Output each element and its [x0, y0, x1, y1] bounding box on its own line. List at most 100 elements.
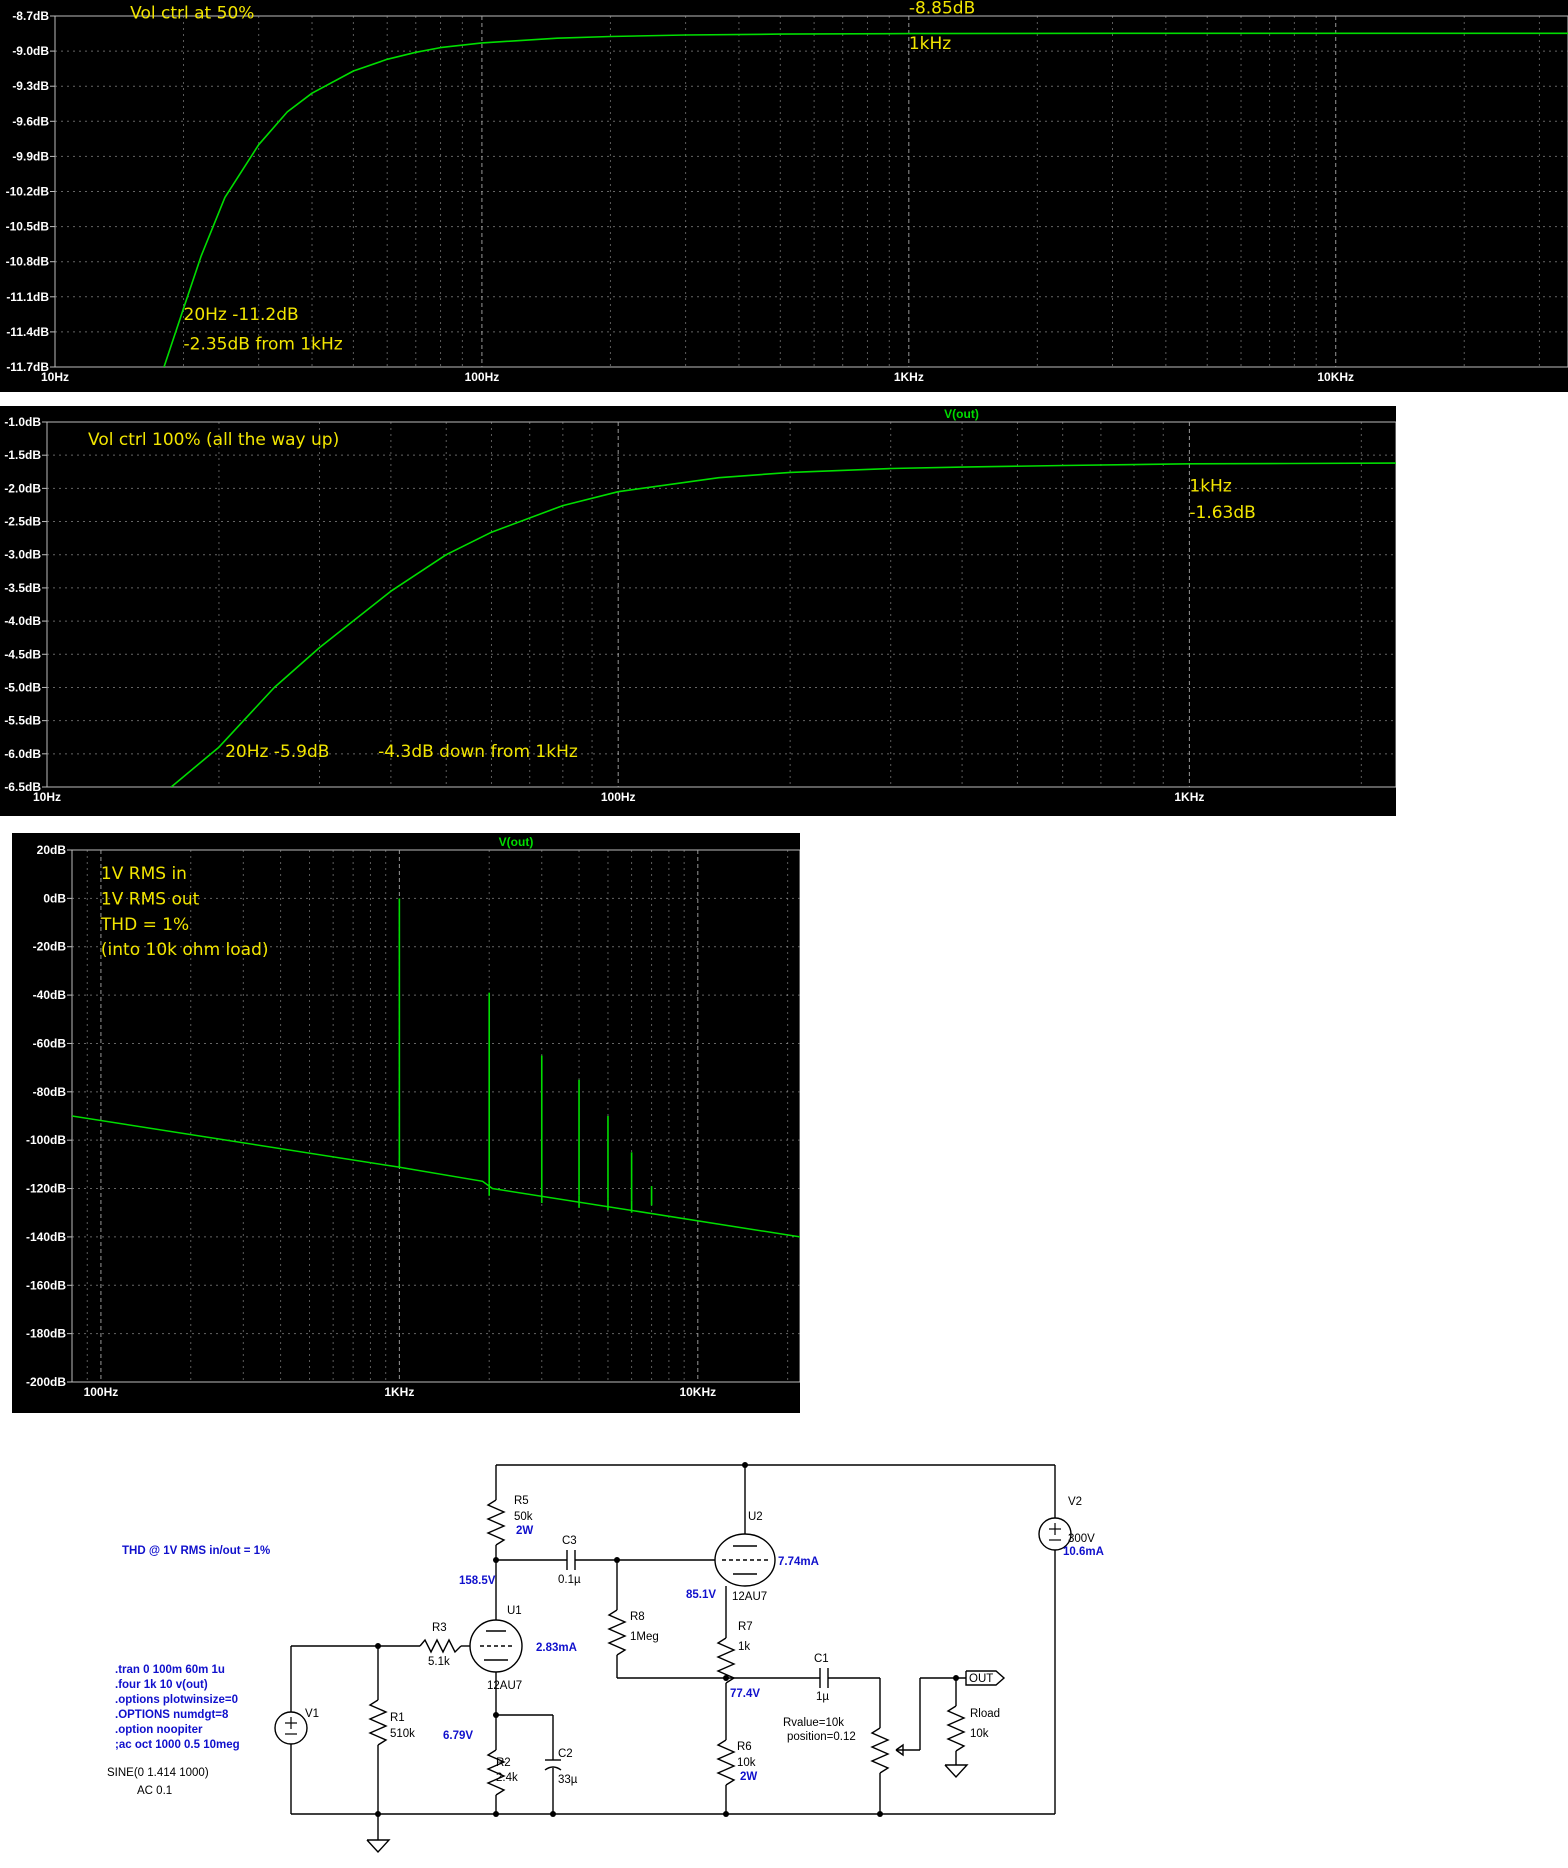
- node-851v: 85.1V: [686, 1589, 716, 1601]
- r3-label: R3: [432, 1622, 447, 1634]
- pot-symbol: [870, 1727, 890, 1774]
- annotation-text: Vol ctrl 100% (all the way up): [88, 430, 339, 450]
- annotation-text: 1kHz: [909, 34, 951, 54]
- y-tick-label: -10.2dB: [6, 185, 50, 199]
- y-tick-label: -100dB: [26, 1133, 66, 1147]
- x-tick-label: 1KHz: [894, 370, 924, 384]
- annotation-text: 1V RMS out: [101, 889, 200, 909]
- r2-value: 2.4k: [496, 1772, 518, 1784]
- annotation-text: -4.3dB down from 1kHz: [378, 742, 578, 762]
- x-tick-label: 100Hz: [601, 790, 636, 804]
- r6-watt: 2W: [740, 1771, 757, 1783]
- y-tick-label: -10.5dB: [6, 220, 50, 234]
- y-tick-label: -4.0dB: [4, 614, 41, 628]
- y-tick-label: -180dB: [26, 1327, 66, 1341]
- ground-symbol-2: [944, 1764, 969, 1779]
- chart-fft-svg: 20dB0dB-20dB-40dB-60dB-80dB-100dB-120dB-…: [26, 835, 800, 1399]
- u2-type: 12AU7: [732, 1591, 767, 1603]
- series-label: V(out): [944, 407, 979, 421]
- x-tick-label: 1KHz: [384, 1385, 414, 1399]
- y-tick-label: -1.0dB: [4, 415, 41, 429]
- y-tick-label: -5.0dB: [4, 680, 41, 694]
- y-tick-label: -6.0dB: [4, 747, 41, 761]
- c2-label: C2: [558, 1748, 573, 1760]
- y-tick-label: -160dB: [26, 1278, 66, 1292]
- directive-2: .four 1k 10 v(out): [115, 1679, 208, 1691]
- v2-current: 10.6mA: [1063, 1546, 1104, 1558]
- u1-type: 12AU7: [487, 1680, 522, 1692]
- y-tick-label: -120dB: [26, 1182, 66, 1196]
- r2-label: R2: [496, 1757, 511, 1769]
- annotation-text: 20Hz -11.2dB: [184, 305, 299, 325]
- r3-value: 5.1k: [428, 1656, 450, 1668]
- c1-label: C1: [814, 1653, 829, 1665]
- r1-symbol: [368, 1699, 388, 1746]
- source-ac: AC 0.1: [137, 1785, 172, 1797]
- directive-6: ;ac oct 1000 0.5 10meg: [115, 1739, 240, 1751]
- y-tick-label: -9.6dB: [12, 114, 49, 128]
- y-tick-label: -6.5dB: [4, 780, 41, 794]
- plot-frame: [46, 421, 1396, 788]
- chart-vol-100: -1.0dB -1.5dB -2.0dB -2.5dB -3.0dB -3.5dB -4.0…: [0, 406, 1396, 816]
- u1-label: U1: [507, 1605, 522, 1617]
- x-tick-label: 10KHz: [1317, 370, 1354, 384]
- annotation-text: 20Hz -5.9dB: [225, 742, 329, 762]
- annotation-text: -1.63dB: [1189, 503, 1255, 523]
- y-tick-label: -2.5dB: [4, 515, 41, 529]
- r8-symbol: [607, 1609, 627, 1656]
- y-tick-label: -2.0dB: [4, 481, 41, 495]
- series-label: V(out): [499, 835, 534, 849]
- y-tick-label: -20dB: [33, 940, 67, 954]
- y-tick-label: 0dB: [43, 891, 66, 905]
- x-tick-label: 10KHz: [679, 1385, 716, 1399]
- annotation-text: THD = 1%: [100, 915, 189, 935]
- pot-position: position=0.12: [787, 1731, 856, 1743]
- out-flag: [965, 1670, 1006, 1686]
- annotation-text: (into 10k ohm load): [101, 940, 269, 960]
- c1-value: 1µ: [816, 1691, 829, 1703]
- note-thd: THD @ 1V RMS in/out = 1%: [122, 1545, 270, 1557]
- r8-value: 1Meg: [630, 1631, 659, 1643]
- chart-vol-50: -8.7dB -9.0dB -9.3dB -9.6dB -9.9dB -10.2dB -10…: [0, 0, 1568, 392]
- chart-vol-100-svg: -1.0dB -1.5dB -2.0dB -2.5dB -3.0dB -3.5dB -4.0…: [4, 407, 1396, 804]
- node-774v: 77.4V: [730, 1688, 760, 1700]
- out-label: OUT: [969, 1673, 993, 1685]
- ground-symbol: [366, 1839, 391, 1854]
- r6-value: 10k: [737, 1757, 756, 1769]
- chart-vol-50-svg: -8.7dB -9.0dB -9.3dB -9.6dB -9.9dB -10.2dB -10…: [6, 0, 1568, 384]
- schematic-svg: THD @ 1V RMS in/out = 1% .tran 0 100m 60…: [107, 1462, 1104, 1854]
- y-tick-label: -60dB: [33, 1036, 67, 1050]
- r8-label: R8: [630, 1611, 645, 1623]
- y-tick-label: -4.5dB: [4, 647, 41, 661]
- annotation-text: -2.35dB from 1kHz: [184, 334, 343, 354]
- y-tick-label: -1.5dB: [4, 448, 41, 462]
- y-tick-label: -8.7dB: [12, 9, 49, 23]
- y-tick-label: -9.3dB: [12, 79, 49, 93]
- u2-current: 7.74mA: [778, 1556, 819, 1568]
- r7-label: R7: [738, 1621, 753, 1633]
- y-tick-label: -11.1dB: [6, 290, 49, 304]
- x-tick-label: 10Hz: [41, 370, 69, 384]
- r2-symbol: [486, 1749, 506, 1796]
- c3-label: C3: [562, 1535, 577, 1547]
- noise-floor-line: [72, 1115, 800, 1238]
- r6-symbol: [716, 1739, 736, 1786]
- r7-value: 1k: [738, 1641, 750, 1653]
- directive-3: .options plotwinsize=0: [115, 1694, 238, 1706]
- series-line: [170, 462, 1396, 787]
- r5-symbol: [486, 1499, 506, 1546]
- y-tick-label: -140dB: [26, 1230, 66, 1244]
- r3-symbol: [419, 1638, 462, 1654]
- annotation-text: -8.85dB: [909, 0, 975, 19]
- y-tick-label: -9.0dB: [12, 44, 49, 58]
- x-tick-label: 10Hz: [33, 790, 61, 804]
- u2-label: U2: [748, 1511, 763, 1523]
- rload-value: 10k: [970, 1728, 989, 1740]
- y-tick-label: -9.9dB: [12, 149, 49, 163]
- y-tick-label: -10.8dB: [6, 255, 50, 269]
- y-tick-label: -3.5dB: [4, 581, 41, 595]
- series-line: [163, 32, 1568, 367]
- y-tick-label: -3.0dB: [4, 548, 41, 562]
- v1-label: V1: [305, 1708, 319, 1720]
